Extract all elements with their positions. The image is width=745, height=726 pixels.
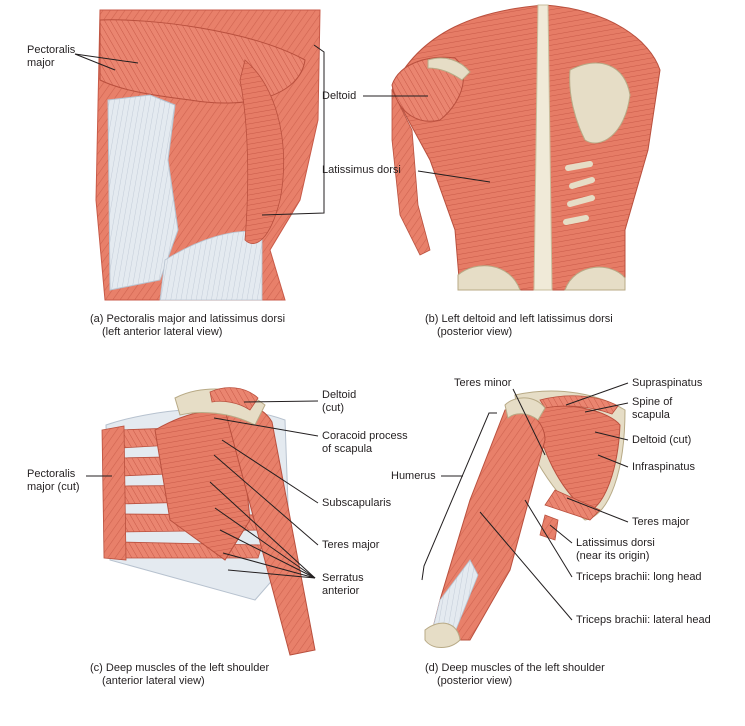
panel-b-leaders (363, 95, 491, 183)
label-coracoid-process: Coracoid process of scapula (322, 430, 408, 456)
label-pectoralis-major: Pectoralis major (27, 44, 75, 70)
panel-c-leaders (86, 400, 319, 579)
panel-a-art (95, 9, 321, 301)
label-teres-major-c: Teres major (322, 539, 380, 551)
label-teres-minor: Teres minor (454, 377, 512, 389)
caption-panel-c: (c) Deep muscles of the left shoulder (a… (90, 662, 269, 688)
deltoid-b (391, 56, 464, 122)
caption-panel-b: (b) Left deltoid and left latissimus dor… (425, 313, 613, 339)
right-scapula (569, 62, 631, 144)
label-triceps-long-head: Triceps brachii: long head (576, 571, 702, 583)
label-humerus: Humerus (391, 470, 436, 482)
label-line: Pectoralis (27, 44, 76, 56)
elbow-d (424, 622, 461, 648)
label-line: Deltoid (322, 389, 357, 401)
caption-title: (d) Deep muscles of the left shoulder (425, 662, 605, 674)
label-line: major (27, 57, 55, 69)
latissimus-dorsi-a (239, 59, 285, 244)
caption-title: (b) Left deltoid and left latissimus dor… (425, 313, 613, 325)
acromion-b (427, 57, 471, 81)
label-deltoid-cut: Deltoid (cut) (322, 389, 356, 415)
label-subscapularis: Subscapularis (322, 497, 392, 509)
label-line: Coracoid process (322, 430, 408, 442)
label-line: anterior (322, 585, 360, 597)
panel-d-leaders (421, 382, 629, 621)
label-deltoid: Deltoid (322, 90, 357, 102)
label-latissimus-dorsi-origin: Latissimus dorsi (near its origin) (576, 537, 655, 563)
panel-d-art (424, 390, 626, 648)
label-line: Serratus (322, 572, 364, 584)
latissimus-origin-d (539, 514, 559, 541)
label-supraspinatus: Supraspinatus (632, 377, 703, 389)
label-line: Latissimus dorsi (576, 537, 655, 549)
label-line: Spine of (632, 396, 673, 408)
caption-subtitle: (posterior view) (437, 326, 513, 338)
caption-subtitle: (left anterior lateral view) (102, 326, 223, 338)
caption-title: (a) Pectoralis major and latissimus dors… (90, 313, 286, 325)
iliac-aponeurosis (159, 230, 263, 301)
back-torso (391, 4, 661, 291)
panel-c-art (101, 387, 316, 656)
latissimus-bracket (261, 44, 325, 216)
label-pectoralis-major-cut: Pectoralis major (cut) (27, 468, 80, 494)
caption-subtitle: (anterior lateral view) (102, 675, 205, 687)
label-infraspinatus: Infraspinatus (632, 461, 695, 473)
caption-panel-d: (d) Deep muscles of the left shoulder (p… (425, 662, 605, 688)
caption-title: (c) Deep muscles of the left shoulder (90, 662, 270, 674)
caption-subtitle: (posterior view) (437, 675, 513, 687)
label-line: (near its origin) (576, 550, 650, 562)
pelvis-b (457, 265, 626, 291)
panel-b-art (391, 4, 661, 291)
teres-major-d (544, 489, 601, 521)
label-deltoid-cut-d: Deltoid (cut) (632, 434, 692, 446)
label-line: (cut) (322, 402, 344, 414)
label-line: major (cut) (27, 481, 80, 493)
label-latissimus-dorsi: Latissimus dorsi (322, 164, 401, 176)
label-teres-major-d: Teres major (632, 516, 690, 528)
ribs-b (563, 161, 595, 225)
label-line: of scapula (322, 443, 373, 455)
deltoid-cut-c (209, 387, 259, 411)
label-line: scapula (632, 409, 670, 421)
label-spine-of-scapula: Spine of scapula (632, 396, 672, 422)
arm-stump-b (391, 89, 431, 256)
abdominal-aponeurosis (107, 94, 179, 291)
humerus-bracket (421, 412, 497, 581)
caption-panel-a: (a) Pectoralis major and latissimus dors… (90, 313, 285, 339)
spine-column (533, 4, 553, 291)
pectoralis-cut-c (101, 425, 127, 561)
label-triceps-lateral-head: Triceps brachii: lateral head (576, 614, 711, 626)
panel-a-leaders (74, 44, 325, 216)
label-line: Pectoralis (27, 468, 76, 480)
label-serratus-anterior: Serratus anterior (322, 572, 364, 598)
